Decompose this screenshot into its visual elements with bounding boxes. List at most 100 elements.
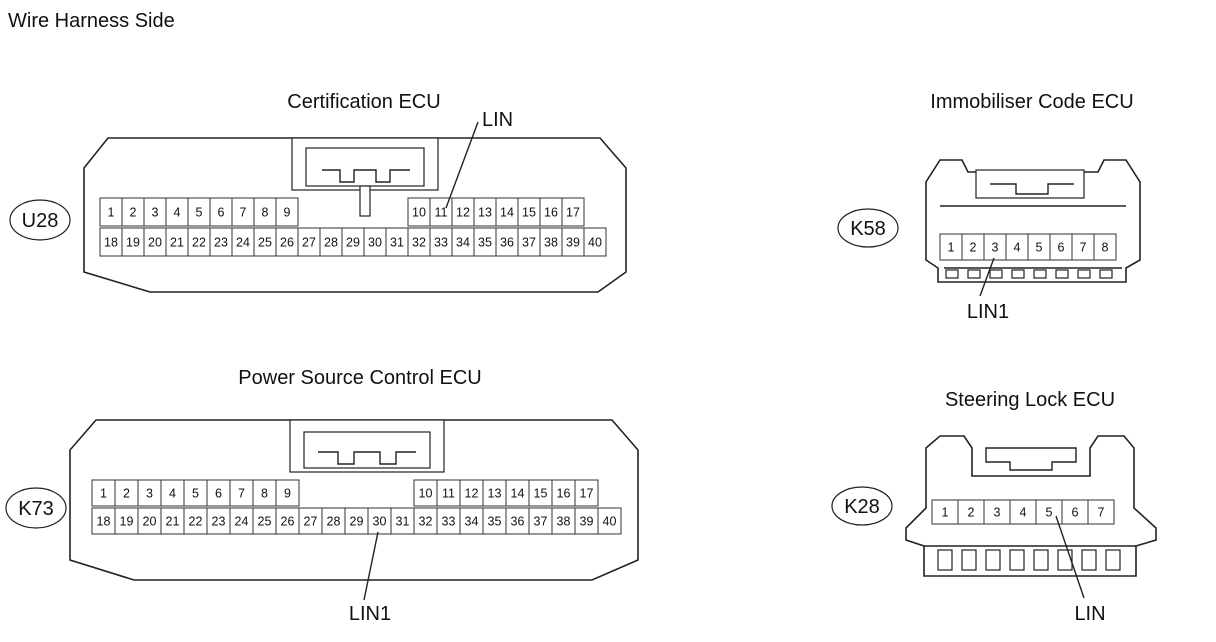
connector-k28-callout-label: LIN — [1074, 603, 1105, 625]
u28-pin-31: 31 — [390, 236, 404, 250]
connector-k73-title: Power Source Control ECU — [238, 367, 481, 389]
u28-pin-19: 19 — [126, 236, 140, 250]
k73-pin-14: 14 — [511, 487, 525, 501]
u28-pin-cell — [583, 227, 607, 257]
k58-pin-cell — [1093, 233, 1117, 261]
u28-pin-24: 24 — [236, 236, 250, 250]
k28-pin-cell — [1087, 499, 1115, 525]
k73-pin-25: 25 — [258, 515, 272, 529]
u28-pin-30: 30 — [368, 236, 382, 250]
k73-pin-15: 15 — [534, 487, 548, 501]
u28-pin-27: 27 — [302, 236, 316, 250]
k28-pin-1: 1 — [942, 506, 949, 520]
u28-pin-25: 25 — [258, 236, 272, 250]
u28-pin-13: 13 — [478, 206, 492, 220]
k73-pin-29: 29 — [350, 515, 364, 529]
k73-pin-19: 19 — [120, 515, 134, 529]
k58-lock-tab — [1099, 269, 1113, 279]
connector-k73-body — [69, 419, 639, 581]
k73-pin-33: 33 — [442, 515, 456, 529]
connector-u28-id: U28 — [22, 210, 59, 232]
k73-pin-22: 22 — [189, 515, 203, 529]
u28-pin-16: 16 — [544, 206, 558, 220]
connector-u28-callout-line — [445, 121, 479, 209]
connector-k73-latch-inner — [303, 431, 431, 469]
k73-pin-cell — [574, 479, 599, 507]
connector-u28-callout-label: LIN — [482, 109, 513, 131]
k73-pin-7: 7 — [238, 487, 245, 501]
k73-pin-24: 24 — [235, 515, 249, 529]
k73-pin-8: 8 — [261, 487, 268, 501]
k73-pin-23: 23 — [212, 515, 226, 529]
u28-pin-22: 22 — [192, 236, 206, 250]
u28-pin-34: 34 — [456, 236, 470, 250]
u28-pin-2: 2 — [130, 206, 137, 220]
k73-pin-35: 35 — [488, 515, 502, 529]
connector-u28-title: Certification ECU — [287, 91, 440, 113]
k58-pin-4: 4 — [1014, 241, 1021, 255]
k28-pin-3: 3 — [994, 506, 1001, 520]
u28-pin-15: 15 — [522, 206, 536, 220]
k58-lock-tab — [1011, 269, 1025, 279]
k73-pin-10: 10 — [419, 487, 433, 501]
connector-k28-badge — [831, 486, 893, 526]
u28-pin-12: 12 — [456, 206, 470, 220]
u28-pin-9: 9 — [284, 206, 291, 220]
k73-pin-30: 30 — [373, 515, 387, 529]
k28-terminal-slot — [1033, 549, 1049, 571]
u28-pin-32: 32 — [412, 236, 426, 250]
connector-k58-title: Immobiliser Code ECU — [930, 91, 1133, 113]
k28-pin-cell — [931, 499, 959, 525]
u28-pin-40: 40 — [588, 236, 602, 250]
k58-lock-tab — [945, 269, 959, 279]
connector-k58-id: K58 — [850, 218, 886, 240]
connector-k73-callout-line — [363, 531, 379, 601]
k73-pin-11: 11 — [442, 487, 455, 501]
k73-pin-1: 1 — [100, 487, 107, 501]
k73-pin-34: 34 — [465, 515, 479, 529]
k58-pin-6: 6 — [1058, 241, 1065, 255]
k28-terminal-slot — [1009, 549, 1025, 571]
k73-pin-20: 20 — [143, 515, 157, 529]
k28-pin-5: 5 — [1046, 506, 1053, 520]
k58-pin-7: 7 — [1080, 241, 1087, 255]
u28-pin-33: 33 — [434, 236, 448, 250]
k28-terminal-slot — [1105, 549, 1121, 571]
u28-pin-29: 29 — [346, 236, 360, 250]
u28-pin-14: 14 — [500, 206, 514, 220]
connector-k73-id: K73 — [18, 498, 54, 520]
connector-k28-id: K28 — [844, 496, 880, 518]
k73-pin-27: 27 — [304, 515, 318, 529]
u28-pin-1: 1 — [108, 206, 115, 220]
k73-pin-4: 4 — [169, 487, 176, 501]
u28-pin-35: 35 — [478, 236, 492, 250]
connector-k73-badge — [5, 487, 67, 529]
u28-pin-5: 5 — [196, 206, 203, 220]
k28-pin-cell — [1061, 499, 1089, 525]
k28-terminal-slot — [937, 549, 953, 571]
u28-pin-6: 6 — [218, 206, 225, 220]
k28-terminal-slot — [1057, 549, 1073, 571]
k73-pin-17: 17 — [580, 487, 594, 501]
k73-pin-26: 26 — [281, 515, 295, 529]
k58-pin-3: 3 — [992, 241, 999, 255]
connector-k73-callout-label: LIN1 — [349, 603, 391, 625]
connector-k28-callout-line — [1055, 515, 1085, 599]
k58-lock-tab — [967, 269, 981, 279]
k73-pin-6: 6 — [215, 487, 222, 501]
connector-u28-badge — [9, 199, 71, 241]
k58-pin-2: 2 — [970, 241, 977, 255]
k28-pin-4: 4 — [1020, 506, 1027, 520]
connector-u28-latch-inner — [305, 147, 425, 187]
connector-k58-callout-line — [979, 257, 995, 297]
k73-pin-38: 38 — [557, 515, 571, 529]
k28-pin-7: 7 — [1098, 506, 1105, 520]
k73-pin-36: 36 — [511, 515, 525, 529]
u28-pin-cell — [275, 197, 299, 227]
u28-pin-3: 3 — [152, 206, 159, 220]
